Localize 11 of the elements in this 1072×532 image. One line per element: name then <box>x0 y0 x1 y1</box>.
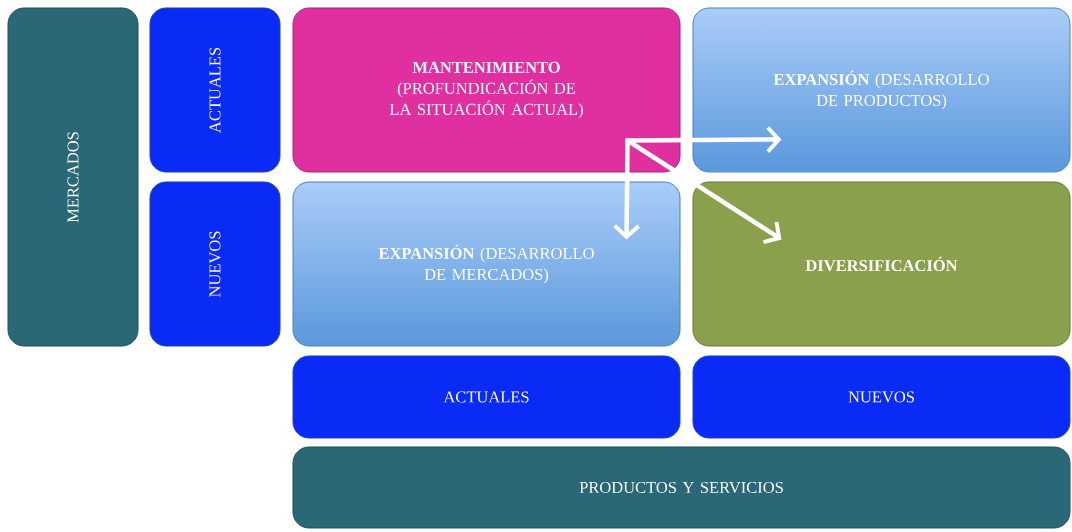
column-label-box: ACTUALES <box>292 355 681 439</box>
market-label-box: MERCADOS <box>7 7 139 347</box>
strategy-box: EXPANSIÓN (DESARROLLO DE MERCADOS) <box>292 181 681 347</box>
strategy-box: MANTENIMIENTO (PROFUNDICACIÓN DE LA SITUACIÓN ACTUAL) <box>292 7 681 173</box>
axis-label-box: PRODUCTOS Y SERVICIOS <box>292 446 1071 529</box>
strategy-box: EXPANSIÓN (DESARROLLO DE PRODUCTOS) <box>692 7 1071 173</box>
row-label-box: ACTUALES <box>149 7 281 173</box>
strategy-box: DIVERSIFICACIÓN <box>692 181 1071 347</box>
row-label-box: NUEVOS <box>149 181 281 347</box>
column-label-box: NUEVOS <box>692 355 1071 439</box>
arrow <box>625 138 782 245</box>
